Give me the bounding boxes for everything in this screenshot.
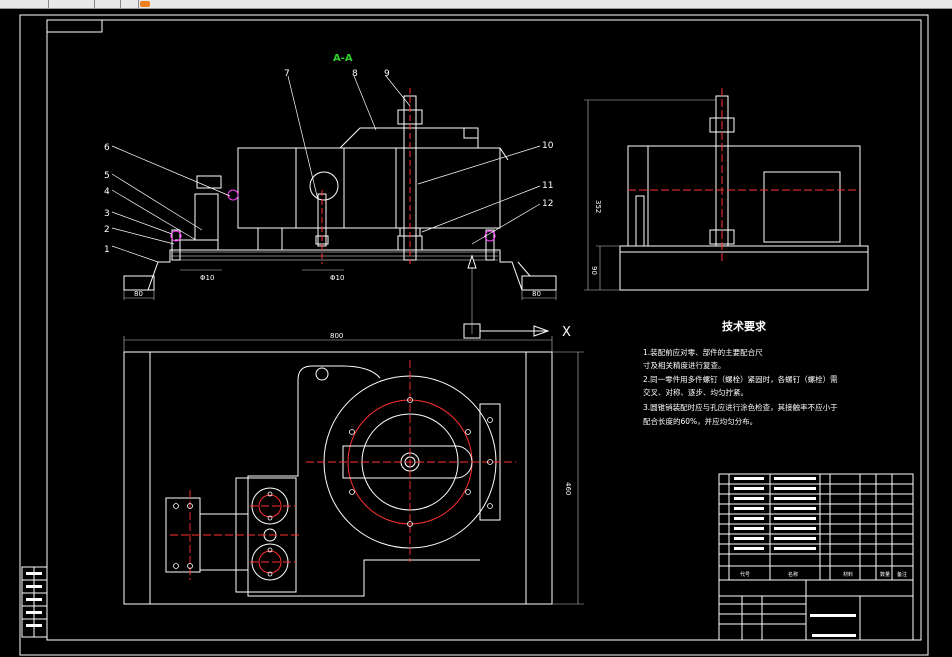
- dim-right-flange: 80: [532, 290, 541, 298]
- dim-side-base: 90: [590, 266, 598, 275]
- tech-requirement-line: 寸及相关精度进行复查。: [643, 360, 726, 370]
- tech-requirement-line: 2.同一零件用多件螺钉（螺栓）紧固时，各螺钉（螺栓）需: [643, 374, 838, 384]
- part-label: 11: [542, 181, 553, 191]
- orange-icon[interactable]: [140, 1, 150, 7]
- application-toolbar: [0, 0, 952, 9]
- title-block-header: 名称: [788, 571, 798, 578]
- part-label: 4: [104, 187, 110, 197]
- toolbar-cell[interactable]: [48, 0, 95, 8]
- title-block-headers: 代号 名称 材料 数量 备注: [740, 571, 907, 578]
- part-label: 8: [352, 69, 358, 79]
- toolbar-cell[interactable]: [94, 0, 121, 8]
- section-view: [111, 75, 557, 339]
- dim-left-flange: 80: [134, 290, 143, 298]
- axis-x-label: X: [562, 325, 571, 340]
- toolbar-cell[interactable]: [0, 0, 49, 8]
- title-block-header: 数量: [880, 571, 890, 578]
- part-label: 5: [104, 171, 110, 181]
- part-label: 3: [104, 209, 110, 219]
- part-label: 9: [384, 69, 390, 79]
- inner-frame: [46, 19, 922, 641]
- dim-plan-width: 800: [330, 332, 343, 340]
- tech-requirements: 技术要求 1.装配前应对零、部件的主要配合尺 寸及相关精度进行复查。 2.同一零…: [643, 319, 838, 426]
- title-block-header: 备注: [897, 571, 907, 578]
- tech-requirement-line: 配合长度的60%，并应均匀分布。: [643, 416, 757, 426]
- dim-bore-left: Φ10: [200, 274, 214, 282]
- toolbar-cell[interactable]: [120, 0, 139, 8]
- plan-view: [123, 336, 584, 605]
- tech-requirements-title: 技术要求: [722, 319, 767, 333]
- tech-requirement-line: 3.圆锥销装配时应与孔应进行涂色检查，其接触率不应小于: [643, 402, 838, 412]
- title-block-header: 材料: [843, 571, 853, 578]
- section-title: A-A: [333, 53, 353, 64]
- dim-side-height: 352: [594, 200, 602, 213]
- tech-requirement-line: 1.装配前应对零、部件的主要配合尺: [643, 347, 763, 357]
- part-label: 1: [104, 245, 110, 255]
- part-number-labels: 1 2 3 4 5 6 7 8 9 10 11 12: [104, 69, 554, 255]
- cad-drawing-canvas[interactable]: A-A 1 2 3 4 5 6 7 8 9 10 11 12 80 80 Φ10…: [0, 9, 952, 657]
- part-label: 10: [542, 141, 554, 151]
- part-label: 6: [104, 143, 110, 153]
- corner-code-box: [46, 19, 103, 33]
- title-block-header: 代号: [740, 571, 750, 578]
- side-view: [584, 88, 869, 291]
- dim-plan-height: 460: [564, 482, 572, 495]
- dim-bore-mid: Φ10: [330, 274, 344, 282]
- tech-requirement-line: 交叉、对称、逐步、均匀拧紧。: [643, 387, 748, 397]
- outer-frame: [19, 14, 929, 656]
- title-block: [718, 473, 914, 641]
- part-label: 12: [542, 199, 553, 209]
- part-label: 7: [284, 69, 290, 79]
- part-label: 2: [104, 225, 110, 235]
- title-block-text-bars: [26, 477, 856, 637]
